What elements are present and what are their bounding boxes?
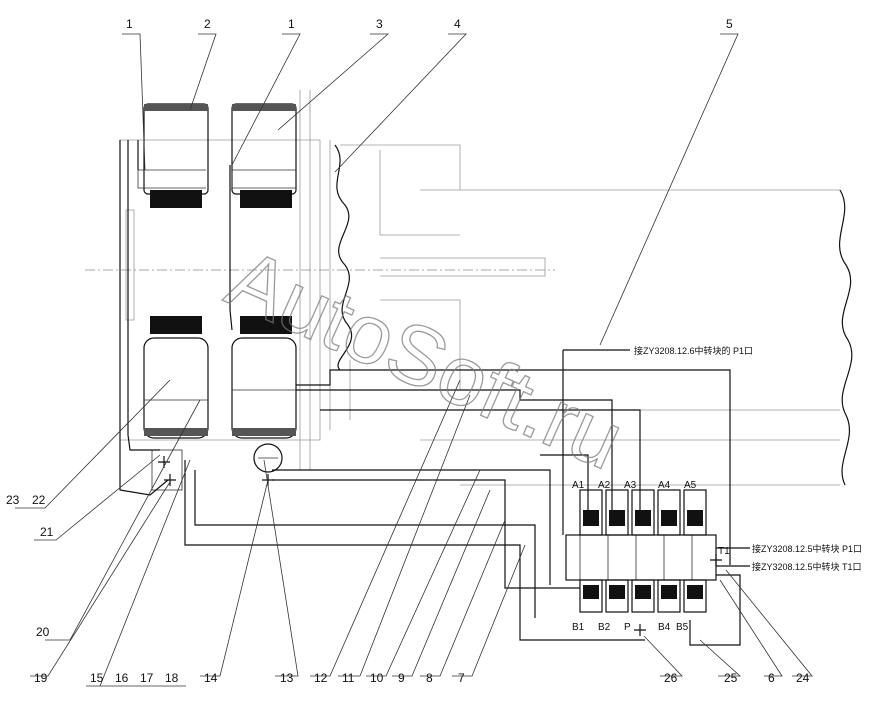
callout-20: 20 <box>36 625 50 639</box>
port-t1: T1 <box>718 546 730 557</box>
callout-25: 25 <box>724 671 738 685</box>
callout-6: 6 <box>768 671 775 685</box>
port-b5: B5 <box>676 622 689 633</box>
callout-4: 4 <box>454 17 461 31</box>
port-b2: B2 <box>598 622 611 633</box>
callout-18: 18 <box>165 671 179 685</box>
label-right-p1: 接ZY3208.12.5中转块 P1口 <box>752 543 862 554</box>
callout-10: 10 <box>370 671 384 685</box>
label-right-t1: 接ZY3208.12.5中转块 T1口 <box>752 561 862 572</box>
callout-5: 5 <box>726 17 733 31</box>
leader-lines <box>15 33 813 687</box>
fittings-left <box>151 449 183 491</box>
callout-15: 15 <box>90 671 104 685</box>
callout-7: 7 <box>458 671 465 685</box>
cylinder-right-upper <box>231 103 297 208</box>
callout-23: 23 <box>6 493 20 507</box>
callout-2: 2 <box>204 17 211 31</box>
callout-21: 21 <box>40 525 54 539</box>
port-a4: A4 <box>658 480 671 491</box>
cylinder-right-lower <box>231 316 297 473</box>
external-labels: 接ZY3208.12.6中转块的 P1口 接ZY3208.12.5中转块 P1口… <box>634 345 862 572</box>
break-lines <box>334 144 853 486</box>
callout-16: 16 <box>115 671 129 685</box>
port-a3: A3 <box>624 480 637 491</box>
callout-14: 14 <box>204 671 218 685</box>
support-structure <box>119 90 840 486</box>
callout-22: 22 <box>32 493 46 507</box>
port-b1: B1 <box>572 622 585 633</box>
port-a1: A1 <box>572 480 585 491</box>
port-b4: B4 <box>658 622 671 633</box>
cylinder-left-lower <box>143 316 209 439</box>
callout-1-right: 1 <box>288 17 295 31</box>
callout-13: 13 <box>280 671 294 685</box>
cylinder-left-upper <box>137 103 209 208</box>
callout-17: 17 <box>140 671 154 685</box>
port-a2: A2 <box>598 480 611 491</box>
port-a5: A5 <box>684 480 697 491</box>
callout-12: 12 <box>314 671 328 685</box>
valve-bank <box>565 489 722 636</box>
callout-numbers: 1 2 1 3 4 5 23 22 21 20 19 15 16 17 18 1… <box>6 17 810 685</box>
callout-11: 11 <box>342 671 355 685</box>
callout-1-left: 1 <box>126 17 133 31</box>
callout-24: 24 <box>796 671 810 685</box>
port-labels: A1 A2 A3 A4 A5 B1 B2 P B4 B5 T1 <box>572 480 730 633</box>
callout-3: 3 <box>376 17 383 31</box>
callout-19: 19 <box>34 671 48 685</box>
pipes <box>119 140 750 646</box>
port-p: P <box>624 622 631 633</box>
callout-9: 9 <box>398 671 405 685</box>
callout-26: 26 <box>664 671 678 685</box>
label-upper-p1: 接ZY3208.12.6中转块的 P1口 <box>634 345 753 356</box>
callout-8: 8 <box>426 671 433 685</box>
